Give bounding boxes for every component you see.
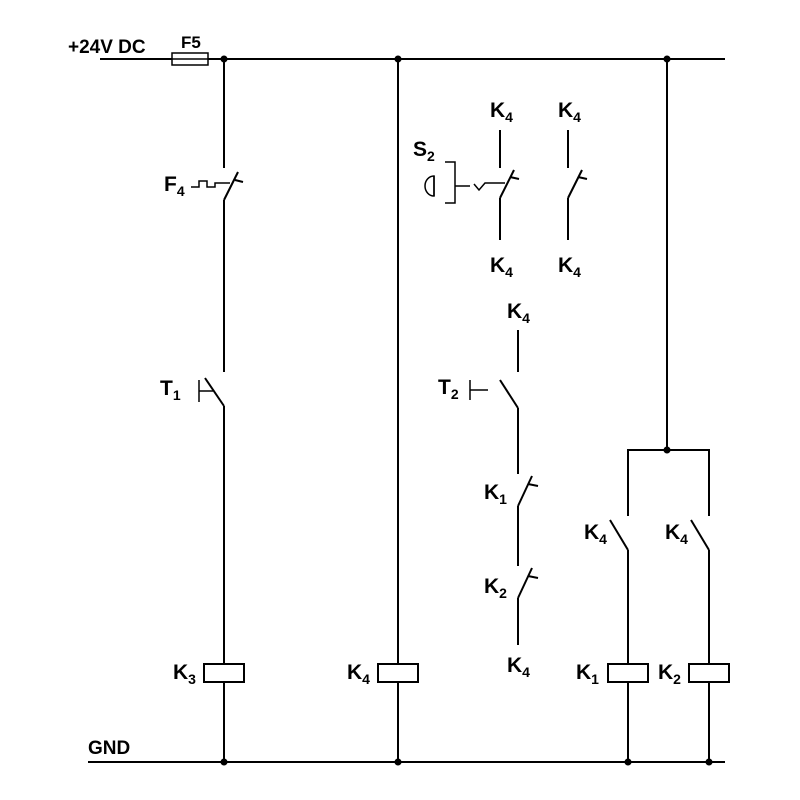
k4-contact-bottom-label: K4 (558, 254, 581, 280)
s2-label: S2 (413, 138, 435, 164)
supply-rail-label: +24V DC (68, 37, 146, 58)
t1-label: T1 (160, 377, 181, 403)
k4-no-contact-left (609, 519, 629, 551)
k2-nc-contact (517, 567, 539, 599)
right-branch-wiring (627, 59, 710, 762)
k2-contact-label: K2 (484, 575, 507, 601)
s2-emergency-switch (424, 130, 520, 240)
k2-coil (688, 663, 730, 683)
t2-label: T2 (438, 376, 459, 402)
main-fuse-symbol (171, 52, 209, 66)
k1-contact-label: K1 (484, 481, 507, 507)
k1-coil-label: K1 (576, 661, 599, 687)
t2-top-terminal-label: K4 (507, 300, 530, 326)
k1-coil (607, 663, 649, 683)
k4-coil-label: K4 (347, 661, 370, 687)
k4-no-right-label: K4 (665, 521, 688, 547)
junction-dots (220, 55, 713, 766)
k4-no-left-label: K4 (584, 521, 607, 547)
t2-pushbutton (469, 379, 519, 409)
k4-nc-contact (567, 130, 588, 240)
main-fuse-label: F5 (181, 33, 201, 52)
k1-nc-contact (517, 475, 539, 507)
s2-top-terminal-label: K4 (490, 99, 513, 125)
k4-no-contact-right (690, 519, 710, 551)
t2-bottom-terminal-label: K4 (507, 654, 530, 680)
k4-contact-top-label: K4 (558, 99, 581, 125)
k4-coil (377, 663, 419, 683)
k3-coil-label: K3 (173, 661, 196, 687)
s2-bottom-terminal-label: K4 (490, 254, 513, 280)
t1-pushbutton (198, 377, 225, 407)
k3-coil (203, 663, 245, 683)
f4-overload-contact (191, 171, 244, 201)
k2-coil-label: K2 (658, 661, 681, 687)
ground-rail-label: GND (88, 738, 130, 759)
f4-label: F4 (164, 173, 185, 199)
